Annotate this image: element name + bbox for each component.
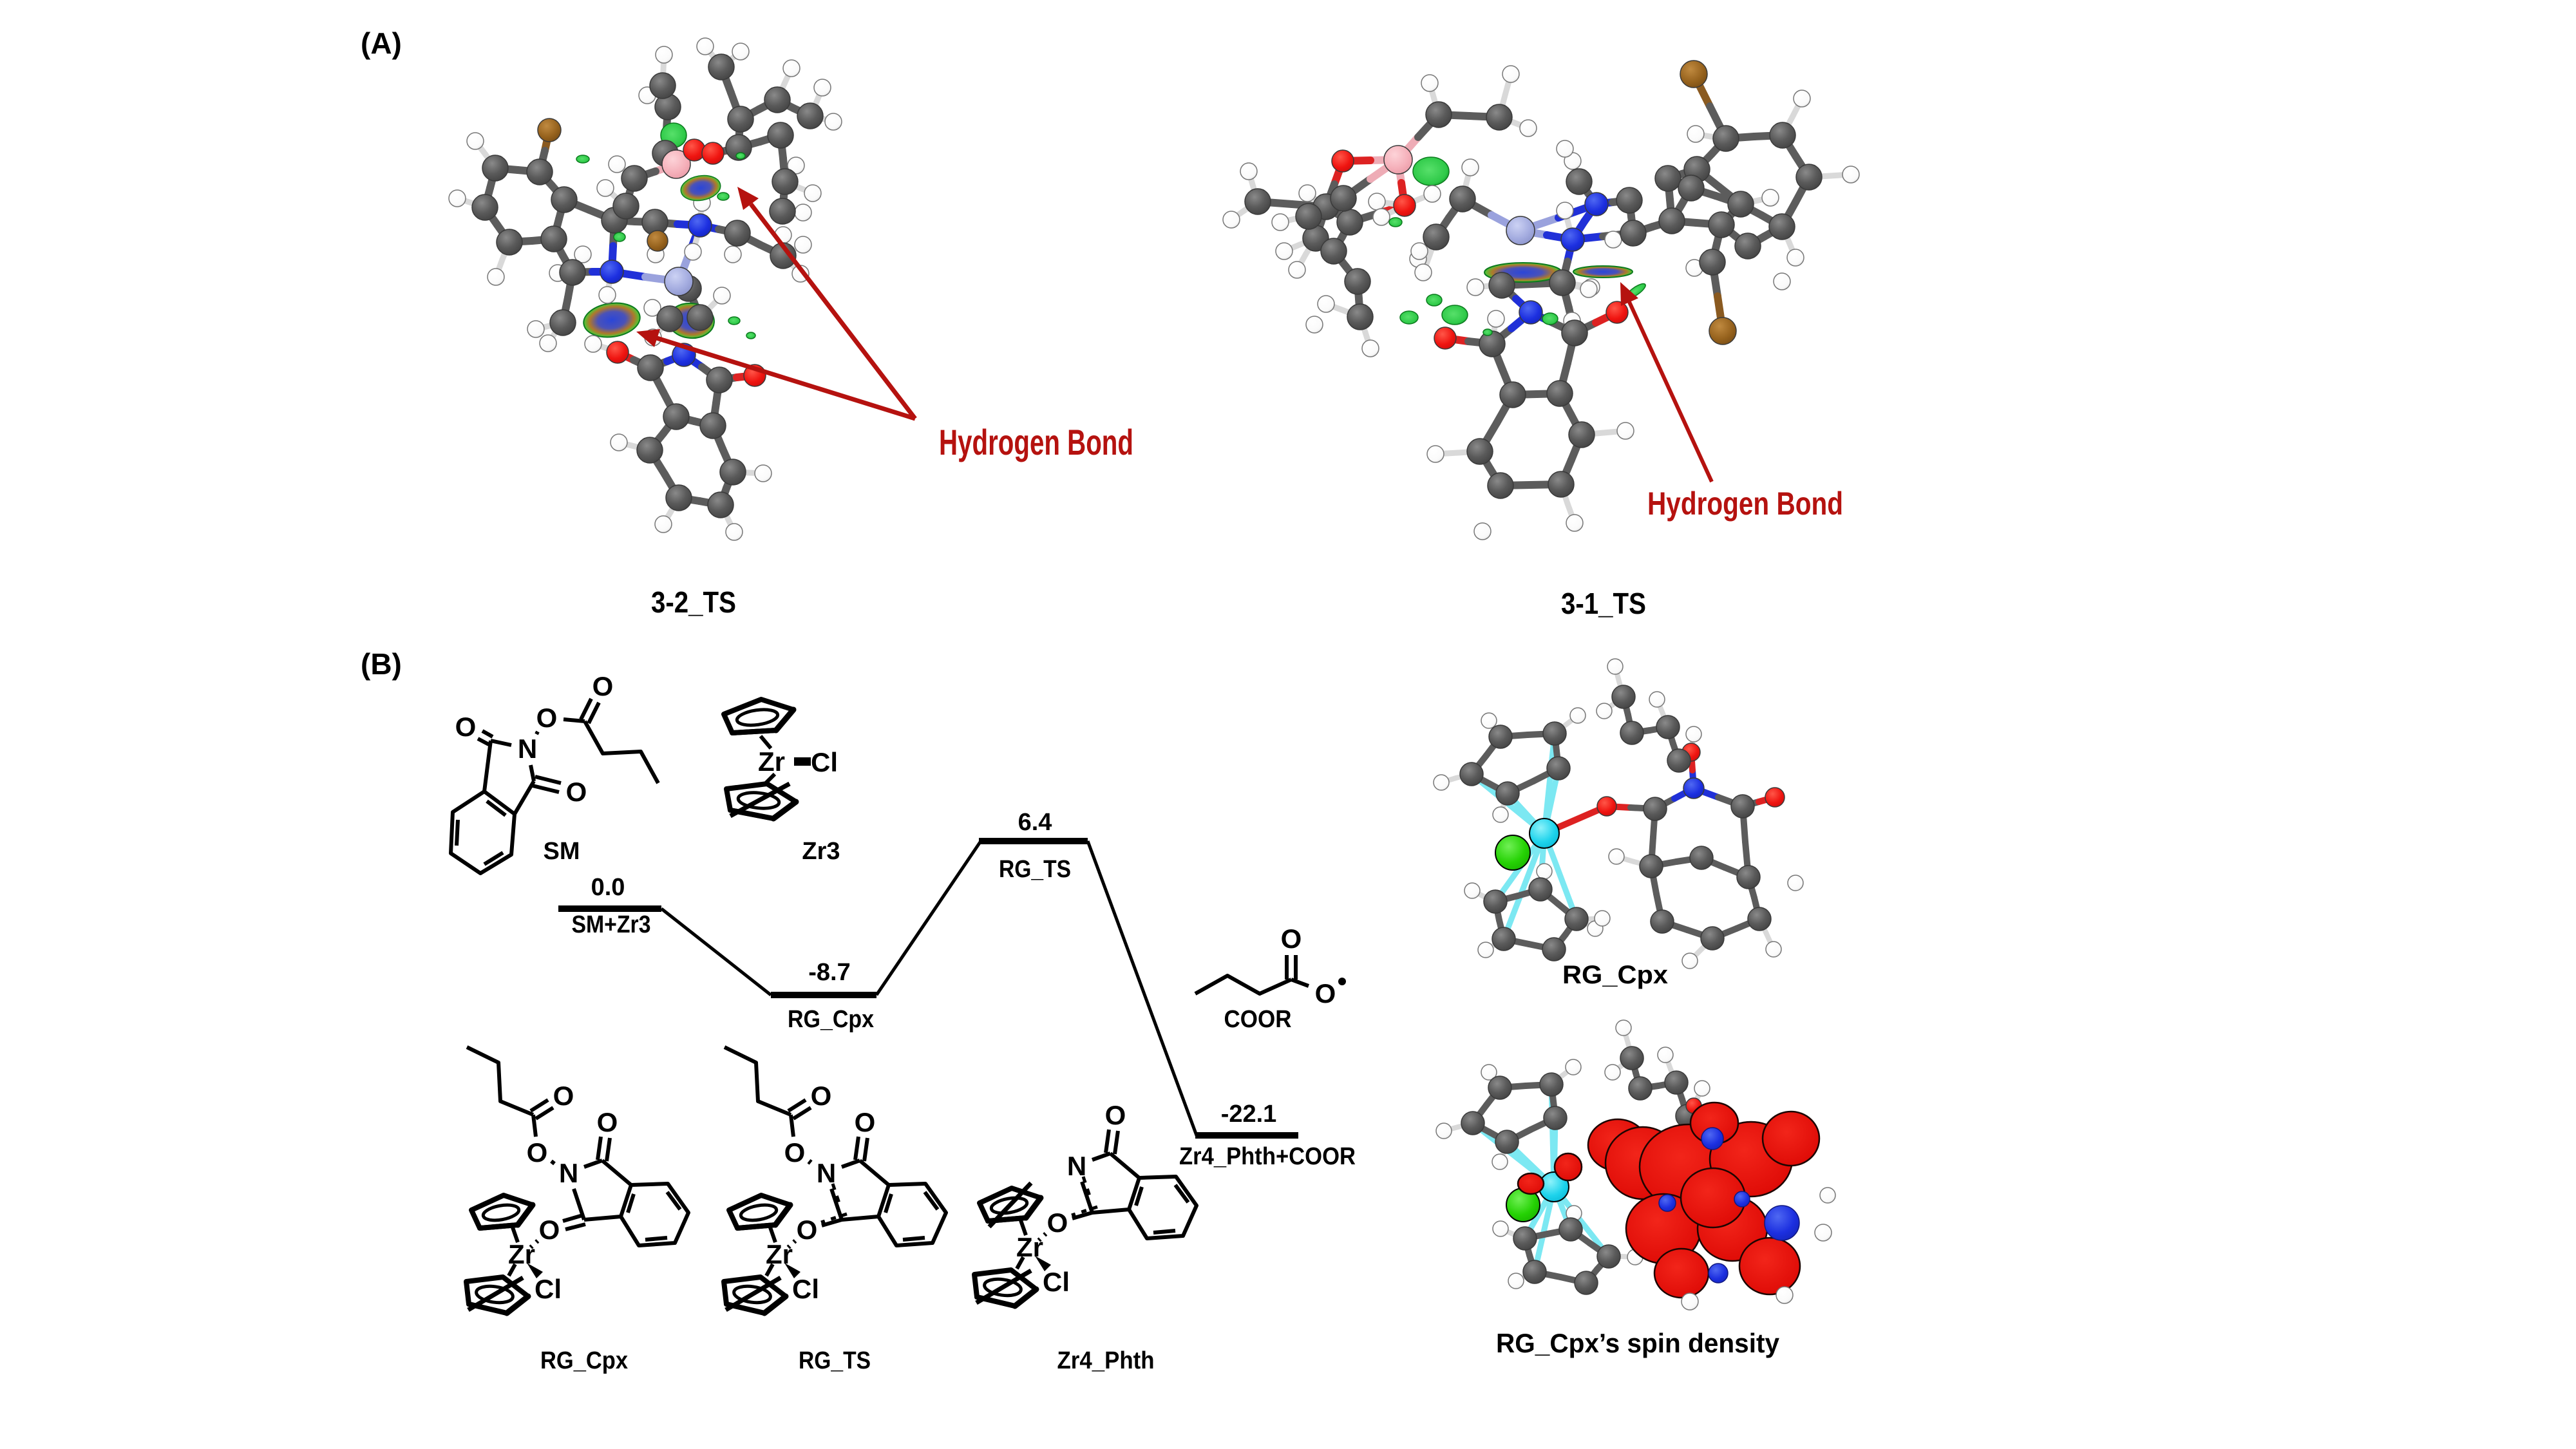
svg-text:O: O [811, 1081, 832, 1111]
svg-text:(B): (B) [361, 647, 402, 681]
svg-text:RG_TS: RG_TS [999, 856, 1071, 883]
svg-text:N: N [1067, 1151, 1086, 1181]
svg-text:O: O [784, 1137, 806, 1168]
svg-text:RG_Cpx: RG_Cpx [540, 1347, 628, 1374]
svg-text:Zr4_Phth: Zr4_Phth [1057, 1347, 1155, 1374]
svg-text:3-1_TS: 3-1_TS [1561, 587, 1646, 620]
svg-text:O: O [566, 777, 587, 807]
svg-text:O: O [1105, 1100, 1126, 1130]
svg-text:O: O [855, 1107, 876, 1137]
svg-text:Cl: Cl [1043, 1267, 1070, 1297]
svg-text:Cl: Cl [792, 1274, 819, 1304]
svg-text:O: O [592, 671, 614, 701]
svg-text:Zr: Zr [508, 1239, 535, 1269]
svg-text:SM: SM [544, 838, 580, 865]
svg-text:N: N [559, 1158, 578, 1188]
svg-text:Zr3: Zr3 [802, 838, 840, 865]
svg-text:O: O [1315, 978, 1336, 1009]
svg-text:O: O [597, 1107, 618, 1137]
svg-text:N: N [518, 734, 537, 764]
svg-text:-22.1: -22.1 [1221, 1101, 1277, 1128]
svg-text:Zr4_Phth+COOR: Zr4_Phth+COOR [1179, 1143, 1356, 1170]
svg-text:RG_Cpx: RG_Cpx [788, 1006, 874, 1033]
svg-text:Zr: Zr [766, 1239, 793, 1269]
svg-text:O: O [455, 712, 477, 742]
svg-text:Hydrogen Bond: Hydrogen Bond [1647, 486, 1843, 522]
svg-text:Cl: Cl [535, 1274, 562, 1304]
svg-text:N: N [817, 1158, 836, 1188]
svg-text:O: O [539, 1215, 560, 1245]
svg-text:O: O [797, 1215, 818, 1245]
svg-text:6.4: 6.4 [1018, 809, 1052, 836]
svg-text:3-2_TS: 3-2_TS [651, 585, 736, 619]
svg-text:RG_TS: RG_TS [799, 1347, 871, 1374]
svg-text:O: O [536, 703, 558, 733]
svg-text:-8.7: -8.7 [808, 959, 850, 986]
svg-text:Zr: Zr [758, 746, 785, 777]
svg-text:Zr: Zr [1016, 1232, 1043, 1262]
svg-text:(A): (A) [361, 26, 402, 60]
svg-text:O: O [527, 1137, 548, 1168]
svg-text:COOR: COOR [1224, 1006, 1292, 1033]
svg-text:O: O [1047, 1208, 1068, 1238]
svg-text:0.0: 0.0 [591, 874, 625, 901]
svg-text:SM+Zr3: SM+Zr3 [572, 911, 651, 938]
svg-text:Cl: Cl [811, 747, 838, 777]
svg-text:O: O [1281, 923, 1302, 954]
svg-text:RG_Cpx’s spin density: RG_Cpx’s spin density [1496, 1328, 1780, 1358]
svg-text:Hydrogen Bond: Hydrogen Bond [939, 422, 1133, 462]
svg-text:RG_Cpx: RG_Cpx [1562, 961, 1668, 989]
svg-text:O: O [553, 1081, 574, 1111]
